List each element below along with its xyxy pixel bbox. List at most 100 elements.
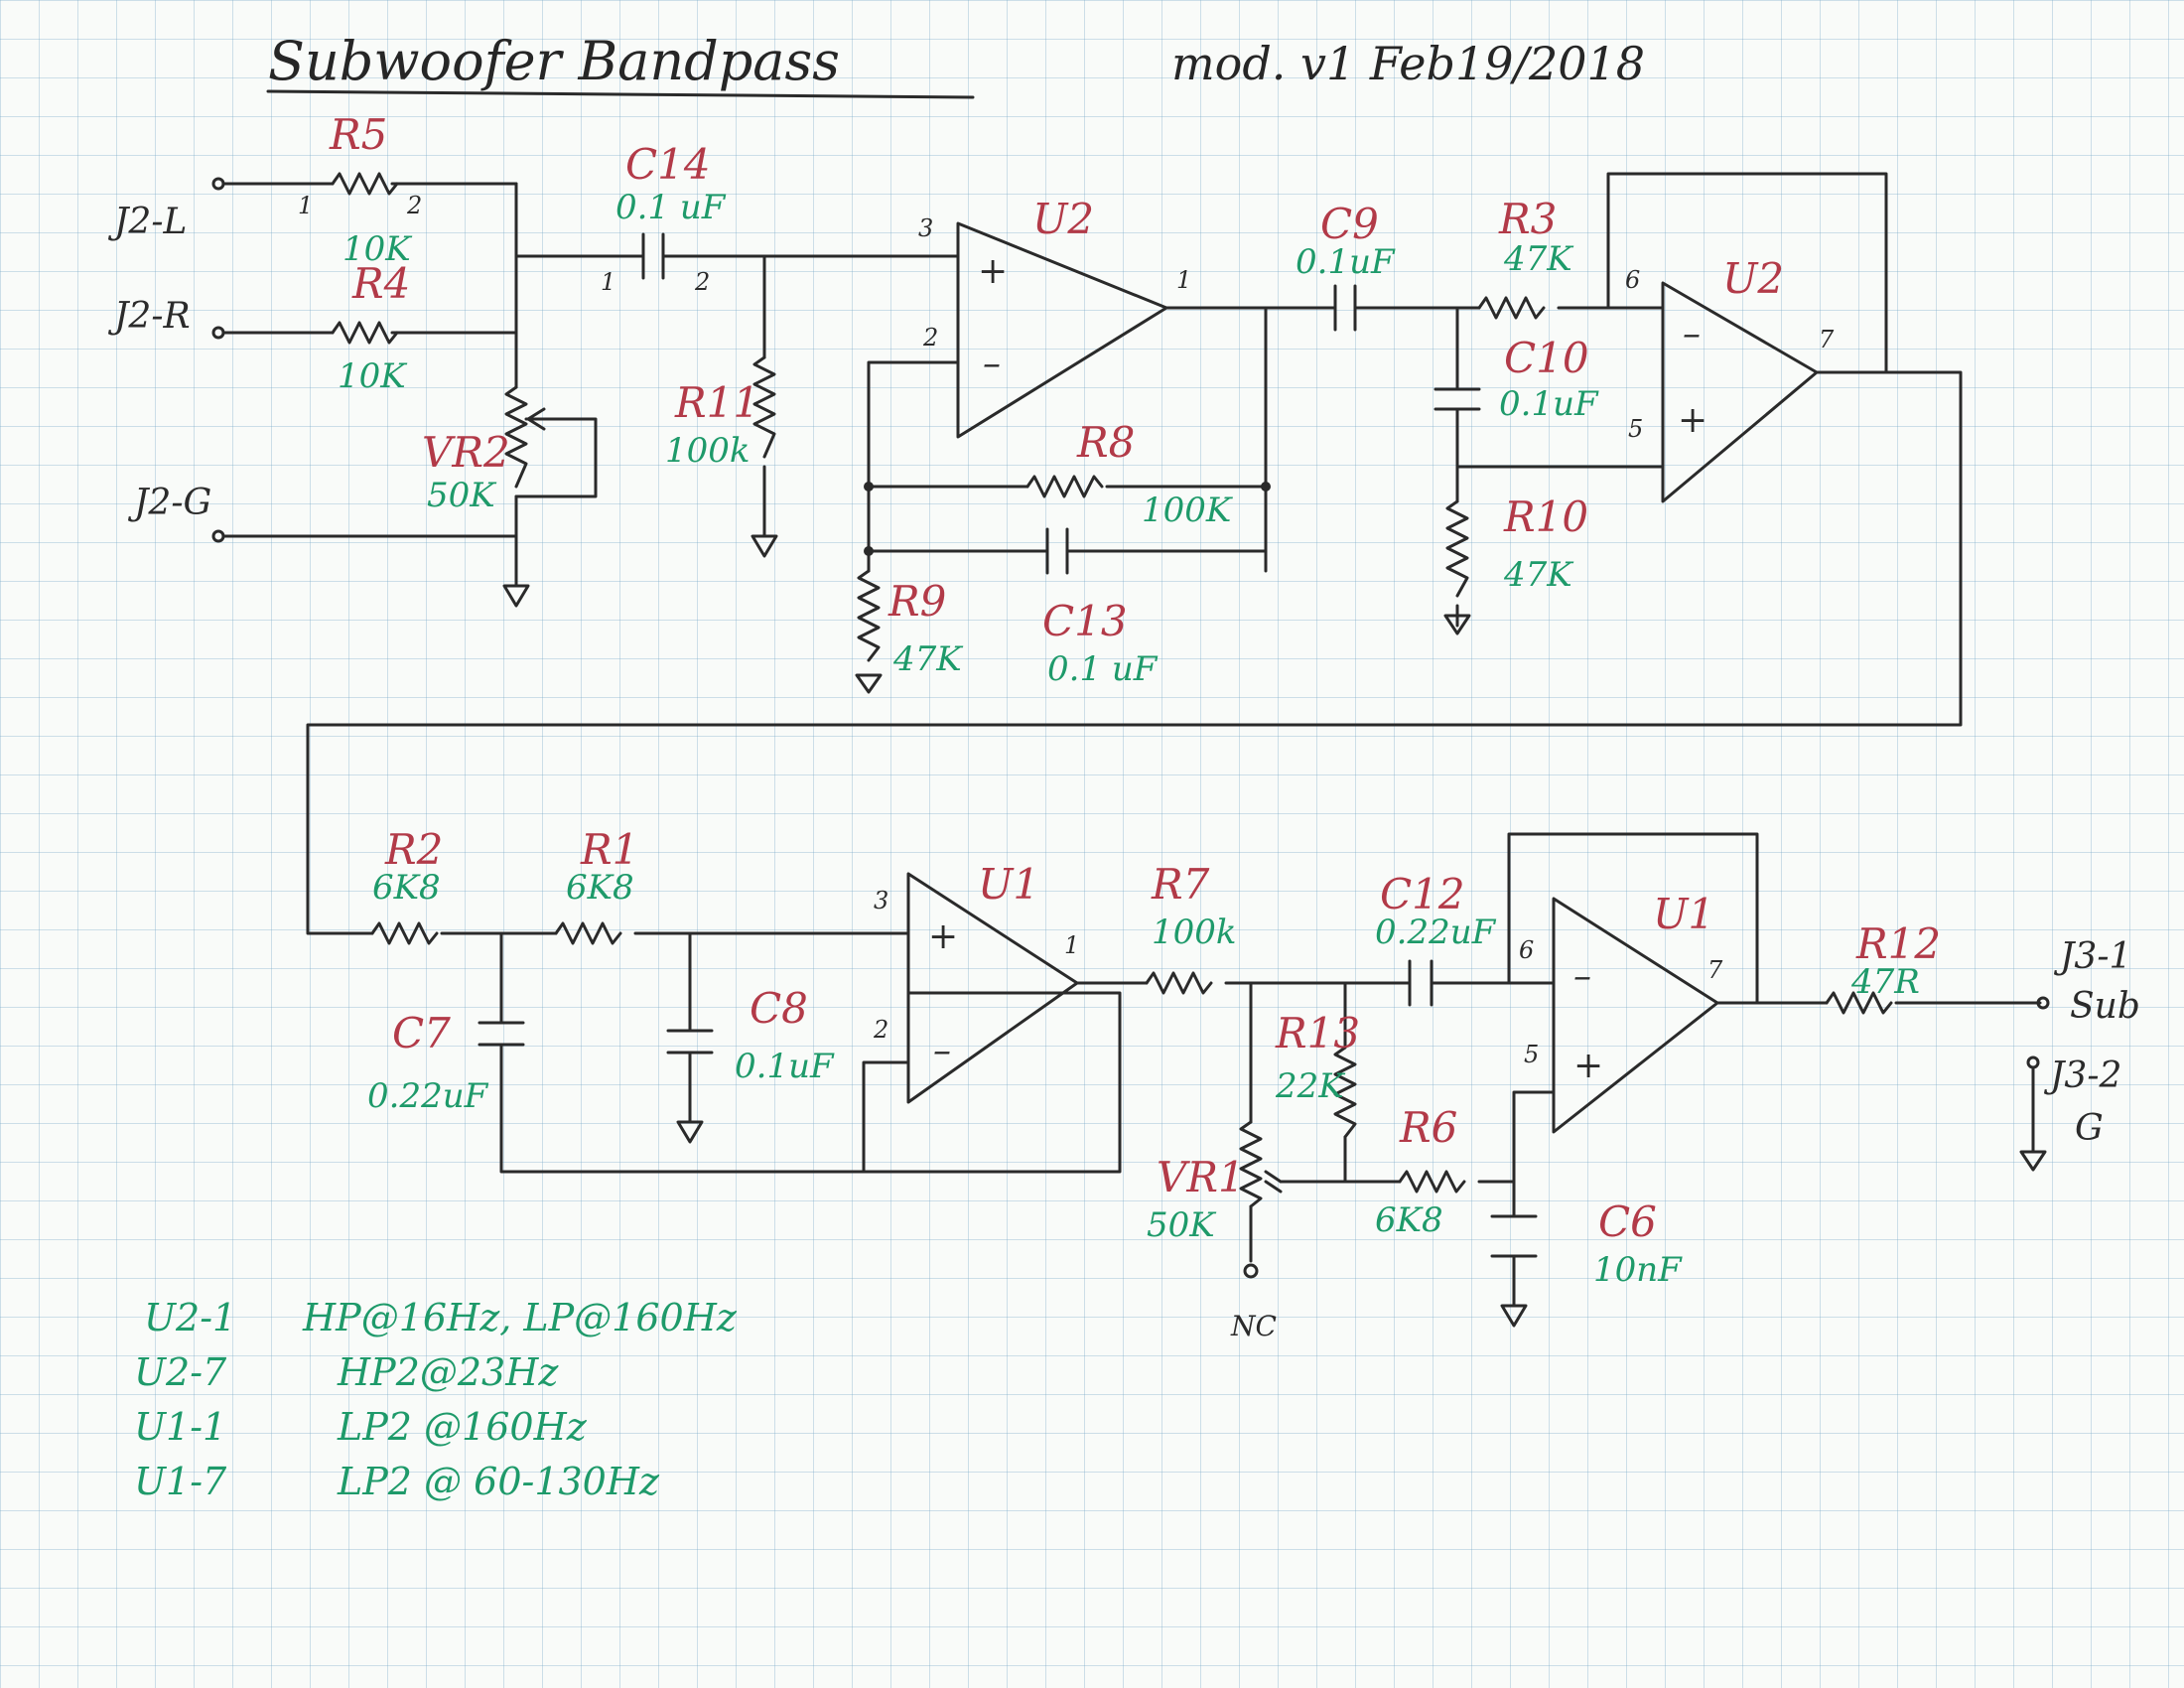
resistor-r11 — [752, 355, 776, 459]
connector-j2-g-label: J2-G — [127, 483, 211, 523]
ground-symbol-j3 — [2019, 1150, 2047, 1172]
c7-label: C7 — [392, 1009, 451, 1057]
r3-label: R3 — [1498, 195, 1557, 243]
opamp-u1b — [1552, 897, 1719, 1134]
c13-label: C13 — [1042, 597, 1128, 645]
connector-j2-l-label: J2-L — [107, 202, 187, 242]
vr2-label: VR2 — [422, 428, 510, 477]
r2-label: R2 — [384, 825, 443, 874]
c12-value: 0.22uF — [1375, 913, 1497, 952]
r4-value: 10K — [338, 356, 408, 396]
junction-dot — [1261, 482, 1271, 492]
vr1-label: VR1 — [1157, 1153, 1245, 1201]
resistor-r3 — [1477, 296, 1546, 320]
connector-j3-2-terminal — [2026, 1055, 2040, 1069]
u1b-pin-out: 7 — [1707, 956, 1723, 984]
u2b-minus-sign: – — [1683, 314, 1701, 354]
ground-symbol-c6 — [1500, 1304, 1528, 1328]
note-text: LP2 @160Hz — [337, 1405, 588, 1449]
u2b-input-wires — [1264, 306, 1615, 628]
u2b-pin-out: 7 — [1819, 326, 1835, 353]
note-node: U1-1 — [134, 1405, 226, 1449]
capacitor-c7 — [478, 1021, 525, 1047]
vr1-nc-label: NC — [1230, 1310, 1277, 1342]
u1b-pin-plus: 5 — [1524, 1041, 1539, 1068]
c8-label: C8 — [750, 984, 808, 1033]
note-node: U2-1 — [144, 1296, 236, 1339]
u1b-minus-sign: – — [1573, 956, 1591, 997]
opamp-u2a — [956, 221, 1168, 439]
r5-label: R5 — [329, 110, 387, 159]
r11-value: 100k — [665, 431, 751, 471]
capacitor-c14 — [641, 232, 665, 280]
c9-value: 0.1uF — [1296, 242, 1396, 282]
resistor-r7 — [1145, 971, 1213, 995]
r3-value: 47K — [1503, 239, 1574, 279]
potentiometer-vr2 — [504, 385, 528, 489]
c6-value: 10nF — [1593, 1250, 1683, 1290]
resistor-r5 — [331, 172, 399, 196]
r12-label: R12 — [1855, 919, 1941, 968]
vr1-wiper-arrow — [1264, 1170, 1283, 1194]
note-node: U1-7 — [134, 1460, 227, 1503]
r8-label: R8 — [1076, 418, 1135, 467]
r8-value: 100K — [1142, 491, 1234, 530]
r11-label: R11 — [674, 378, 759, 427]
resistor-r12 — [1825, 991, 1893, 1015]
u1a-plus-sign: + — [928, 916, 958, 957]
connector-j3-2-label: J3-2 — [2043, 1055, 2121, 1096]
r5-pin-2: 2 — [406, 192, 422, 219]
vr2-value: 50K — [427, 476, 497, 515]
c13-value: 0.1 uF — [1047, 649, 1159, 689]
u1b-plus-sign: + — [1573, 1046, 1603, 1086]
r4-label: R4 — [351, 259, 410, 308]
r11-wires — [762, 254, 960, 538]
note-text: LP2 @ 60-130Hz — [337, 1460, 660, 1503]
u1a-pin-out: 1 — [1064, 931, 1079, 959]
capacitor-c12 — [1408, 959, 1433, 1007]
u2b-plus-sign: + — [1678, 400, 1707, 441]
r12-value: 47R — [1850, 962, 1920, 1002]
u2a-pin-plus: 3 — [918, 214, 933, 242]
c9-label: C9 — [1320, 200, 1379, 248]
capacitor-c10 — [1433, 387, 1481, 411]
capacitor-c8 — [666, 1029, 714, 1055]
title-underline — [266, 89, 975, 99]
potentiometer-vr1 — [1239, 1120, 1263, 1208]
resistor-r1 — [554, 921, 622, 945]
junction-dot — [864, 482, 874, 492]
connector-j2-r-label: J2-R — [107, 296, 191, 337]
capacitor-c13 — [1045, 527, 1069, 575]
r7-value: 100k — [1152, 913, 1237, 952]
r9-value: 47K — [892, 639, 964, 679]
c6-label: C6 — [1598, 1197, 1657, 1246]
c10-label: C10 — [1504, 334, 1589, 382]
c8-value: 0.1uF — [735, 1047, 835, 1086]
u2b-label: U2 — [1722, 254, 1784, 303]
ground-symbol-c8 — [676, 1120, 704, 1144]
r5-pin-1: 1 — [298, 192, 313, 219]
vr1-value: 50K — [1147, 1205, 1217, 1245]
resistor-r2 — [370, 921, 439, 945]
capacitor-c9 — [1333, 284, 1357, 332]
capacitor-c6 — [1490, 1214, 1538, 1258]
note-text: HP2@23Hz — [337, 1350, 559, 1394]
resistor-r13 — [1333, 1046, 1357, 1139]
ground-symbol-r11 — [751, 534, 778, 558]
resistor-r8 — [1025, 475, 1104, 498]
connector-j3-2-signal: G — [2075, 1108, 2104, 1149]
r13-value: 22K — [1275, 1066, 1346, 1106]
connector-j3-1-signal: Sub — [2070, 986, 2140, 1027]
u2b-feedback-wires — [306, 172, 1963, 935]
u2a-pin-minus: 2 — [922, 324, 938, 352]
r1-value: 6K8 — [566, 868, 634, 908]
u1b-pin-minus: 6 — [1519, 936, 1534, 964]
r10-value: 47K — [1503, 555, 1574, 595]
u1a-label: U1 — [978, 860, 1039, 909]
input-mixer-wires — [221, 182, 766, 588]
ground-symbol-r9 — [855, 673, 883, 694]
r7-label: R7 — [1151, 860, 1210, 909]
c14-label: C14 — [625, 140, 711, 189]
u1a-minus-sign: – — [933, 1031, 951, 1071]
